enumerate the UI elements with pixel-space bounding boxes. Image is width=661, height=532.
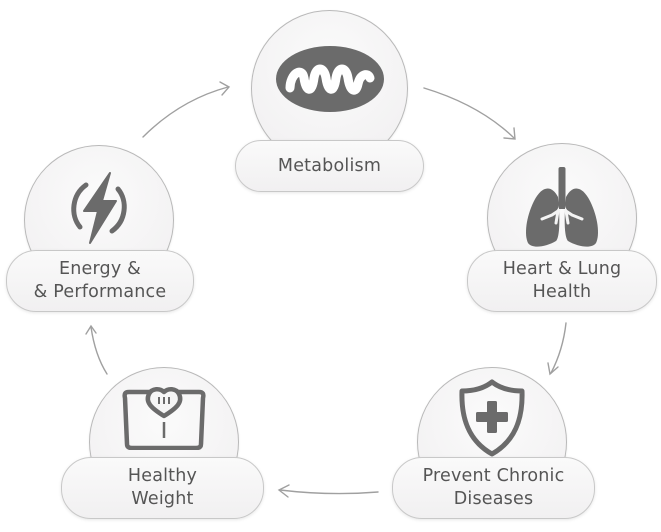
node-label-pill: Metabolism (235, 140, 424, 192)
scale-icon (122, 387, 206, 451)
node-label-line: Energy & (58, 259, 142, 279)
shield-plus-icon (459, 379, 525, 457)
node-label-pill: Healthy Weight (61, 457, 264, 519)
node-label-line: Weight (131, 489, 194, 509)
arrowhead-icon (219, 81, 231, 96)
node-label-line: Prevent Chronic (422, 466, 565, 486)
arrow-energy-to-metabolism (142, 86, 229, 138)
node-label-pill: Energy & & Performance (6, 250, 194, 312)
lungs-icon (526, 167, 598, 247)
arrow-prevent-to-weight (279, 489, 379, 495)
arrowhead-icon (547, 362, 559, 376)
node-label-line: Healthy (127, 466, 198, 486)
arrow-metabolism-to-heart (423, 87, 515, 139)
arrow-heart-to-prevent (550, 322, 567, 374)
node-label-line: Metabolism (277, 155, 382, 176)
node-label-line: Health (532, 282, 592, 302)
lightning-bolt-icon (71, 172, 127, 245)
node-label-pill: Heart & Lung Health (467, 250, 657, 312)
arrowhead-icon (85, 324, 97, 335)
node-label-pill: Prevent Chronic Diseases (392, 457, 595, 519)
mitochondria-icon (275, 46, 384, 113)
arrowhead-icon (277, 484, 290, 498)
node-label-line: Diseases (453, 489, 534, 509)
arrowhead-icon (503, 127, 516, 140)
node-label-line: Heart & Lung (502, 259, 622, 279)
arrow-weight-to-energy (90, 326, 108, 375)
node-label-line: & Performance (33, 282, 167, 302)
